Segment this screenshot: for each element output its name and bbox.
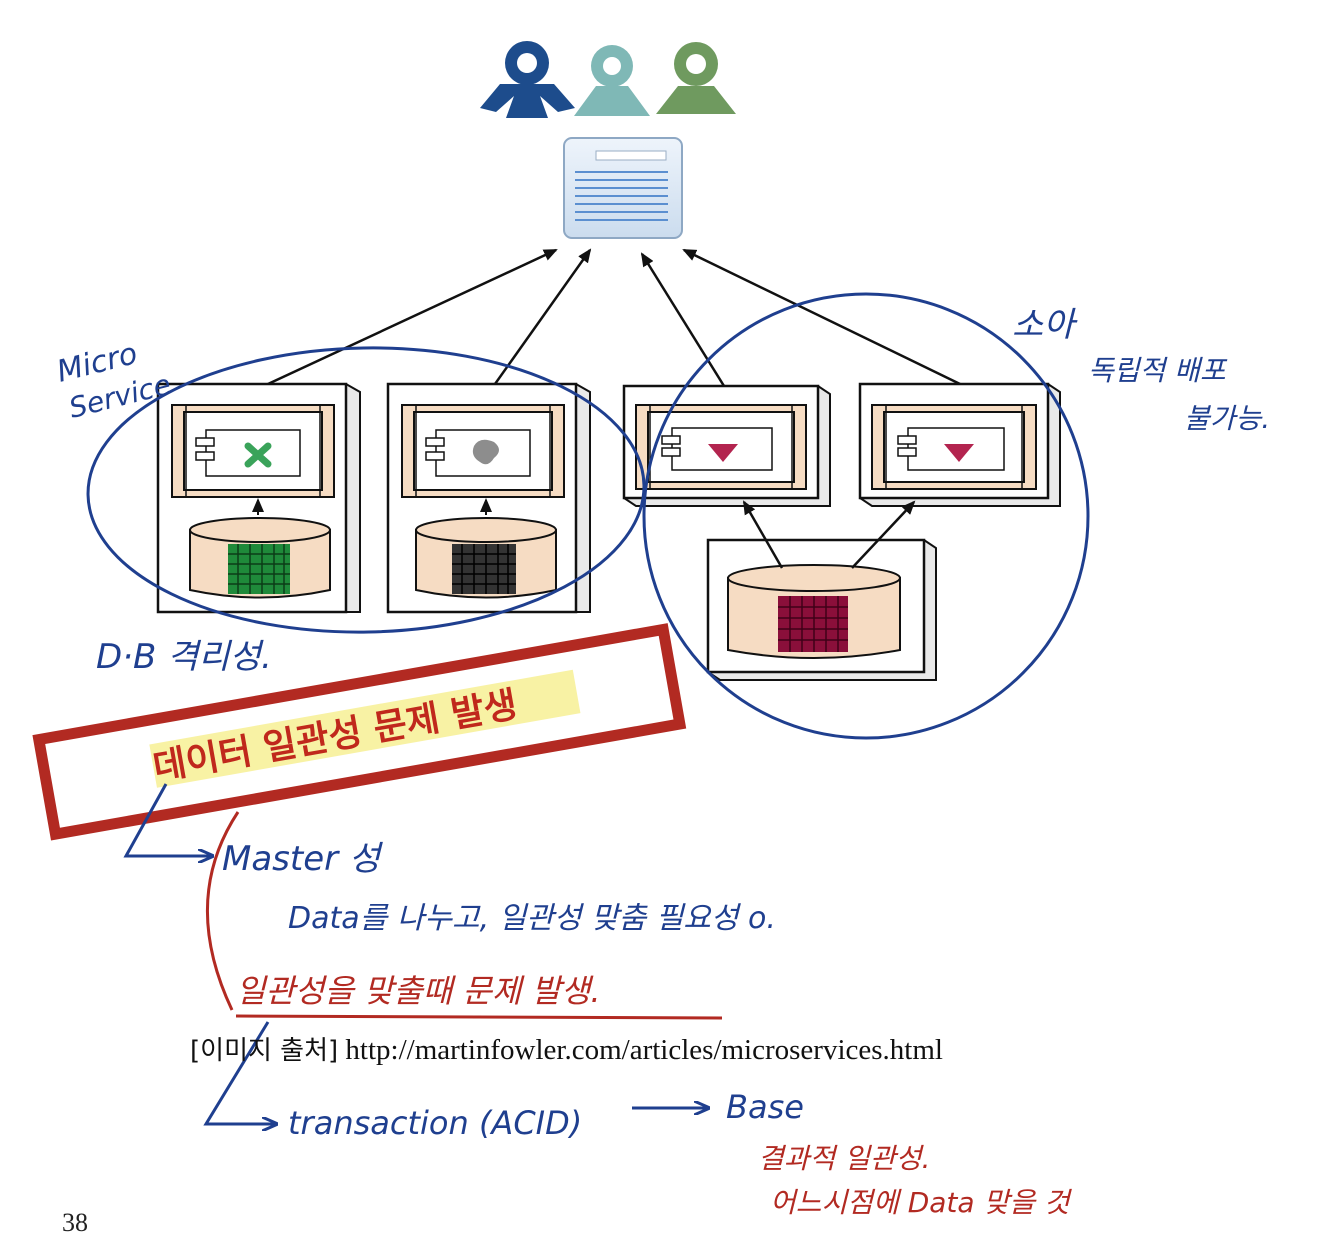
database-icon bbox=[415, 517, 557, 599]
database-icon bbox=[189, 517, 331, 599]
source-url[interactable]: http://martinfowler.com/articles/microse… bbox=[345, 1034, 943, 1066]
users-group bbox=[480, 41, 736, 118]
annotation-transaction: transaction (ACID) bbox=[288, 1104, 582, 1142]
annotation-eventual: 결과적 일관성. bbox=[758, 1142, 930, 1175]
database-icon bbox=[727, 564, 901, 659]
connector-transaction bbox=[203, 1021, 708, 1124]
component-icon bbox=[897, 435, 917, 457]
shared-database-box bbox=[706, 538, 937, 681]
service-box-4 bbox=[858, 382, 1061, 507]
annotation-consistency-issue: 일관성을 맞출때 문제 발생. bbox=[236, 972, 601, 1010]
service-box-2 bbox=[386, 382, 591, 614]
component-icon bbox=[661, 435, 681, 457]
component-icon bbox=[425, 437, 445, 461]
red-bracket-curve bbox=[205, 811, 240, 1011]
arrows-to-frontend bbox=[267, 248, 961, 387]
image-source-caption: [이미지 출처] http://martinfowler.com/article… bbox=[190, 1030, 943, 1067]
annotation-soa-note-1: 독립적 배포 bbox=[1088, 354, 1228, 387]
microservice-circle bbox=[86, 346, 646, 634]
annotation-master-note: Data를 나누고, 일관성 맞춤 필요성 o. bbox=[288, 901, 776, 936]
user-icon bbox=[656, 42, 736, 114]
red-underline bbox=[235, 1014, 723, 1020]
component-icon bbox=[195, 437, 215, 461]
service-box-1 bbox=[156, 382, 361, 614]
annotation-master: Master 성 bbox=[222, 839, 384, 879]
source-label: [이미지 출처] bbox=[190, 1036, 339, 1066]
soa-circle bbox=[642, 292, 1090, 740]
db-to-services-arrows bbox=[742, 500, 916, 569]
annotation-db-isolation: D·B 격리성. bbox=[96, 637, 272, 677]
connector-master bbox=[123, 783, 212, 856]
user-icon bbox=[574, 45, 650, 116]
annotation-eventual-note: 어느시점에 Data 맞을 것 bbox=[770, 1186, 1073, 1219]
annotation-base: Base bbox=[726, 1088, 804, 1126]
annotation-soa-note-2: 불가능. bbox=[1184, 402, 1270, 435]
user-icon bbox=[480, 41, 575, 118]
browser-window-icon bbox=[563, 137, 683, 239]
annotation-soa: 소아 bbox=[1012, 305, 1078, 345]
service-box-3 bbox=[622, 384, 831, 507]
page-number: 38 bbox=[62, 1208, 88, 1237]
